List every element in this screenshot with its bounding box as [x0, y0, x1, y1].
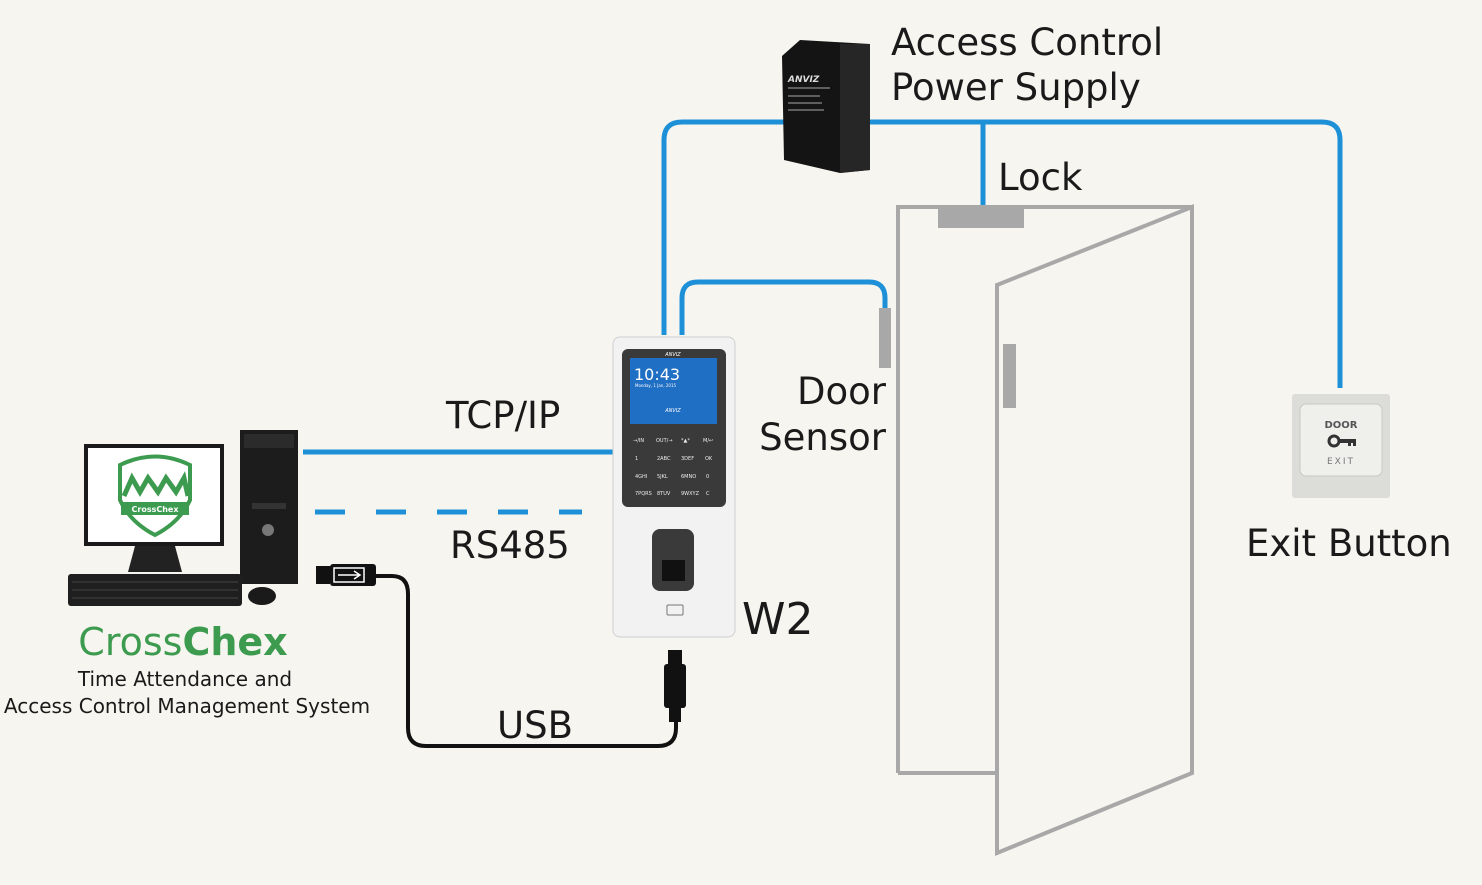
usb-plug-pc — [316, 564, 376, 586]
svg-text:2ABC: 2ABC — [657, 456, 671, 462]
crosschex-logo — [118, 454, 192, 538]
svg-text:OK: OK — [705, 456, 713, 462]
w2-device: 10:43 Monday, 1 Jan, 2015 ANVIZ ANVIZ →/… — [612, 336, 736, 638]
door-sensor-label: Door — [797, 370, 887, 413]
usb-label: USB — [497, 704, 573, 747]
svg-text:→/IN: →/IN — [633, 438, 644, 444]
usb-icon — [338, 570, 362, 580]
svg-text:9WXYZ: 9WXYZ — [681, 491, 700, 497]
svg-text:3DEF: 3DEF — [681, 456, 694, 462]
usb-cable — [376, 574, 678, 748]
tcpip-label: TCP/IP — [445, 394, 560, 437]
door-sensor-magnet — [1003, 344, 1016, 408]
software-subtitle-2: Access Control Management System — [4, 694, 370, 718]
device-label: W2 — [742, 594, 814, 645]
svg-text:ANVIZ: ANVIZ — [787, 75, 820, 85]
software-brand: CrossChex — [78, 620, 287, 664]
key-icon — [1327, 434, 1356, 448]
usb-plug-device — [664, 650, 686, 722]
computer: CrossChex — [68, 430, 298, 606]
svg-text:M/↩: M/↩ — [703, 438, 713, 444]
svg-text:0: 0 — [706, 474, 709, 480]
exit-button-label: Exit Button — [1246, 522, 1452, 565]
keypad: →/IN OUT/→ *▲* M/↩ 1 2ABC 3DEF OK 4GHI 5JKL 6MNO… — [633, 438, 713, 497]
rs485-label: RS485 — [450, 524, 570, 567]
card-reader-icon — [666, 604, 684, 616]
svg-text:8TUV: 8TUV — [657, 491, 671, 497]
door-sensor-label-2: Sensor — [759, 416, 887, 459]
svg-text:ANVIZ: ANVIZ — [664, 352, 681, 358]
svg-text:*▲*: *▲* — [681, 438, 690, 444]
door-sensor-frame — [879, 308, 891, 368]
door-sensor-wire — [679, 279, 888, 335]
svg-text:4GHI: 4GHI — [635, 474, 647, 480]
power-supply-box: ANVIZ — [782, 40, 870, 173]
exit-button-device: DOOR EXIT — [1292, 394, 1390, 498]
svg-text:5JKL: 5JKL — [657, 474, 668, 480]
svg-text:ANVIZ: ANVIZ — [664, 408, 681, 414]
lock-label: Lock — [998, 156, 1083, 199]
door — [879, 204, 1194, 856]
svg-text:CrossChex: CrossChex — [132, 505, 180, 514]
svg-text:C: C — [706, 491, 710, 497]
svg-text:7PQRS: 7PQRS — [635, 491, 652, 497]
svg-text:6MNO: 6MNO — [681, 474, 696, 480]
power-supply-label-2: Power Supply — [891, 66, 1141, 109]
device-screen — [630, 358, 717, 424]
power-supply-label: Access Control — [891, 21, 1163, 64]
svg-text:EXIT: EXIT — [1327, 457, 1355, 467]
svg-text:OUT/→: OUT/→ — [656, 438, 673, 444]
svg-text:1: 1 — [635, 456, 638, 462]
svg-text:Monday, 1 Jan, 2015: Monday, 1 Jan, 2015 — [635, 383, 676, 388]
lock-bar — [938, 207, 1024, 228]
software-subtitle: Time Attendance and — [77, 667, 292, 691]
svg-text:10:43: 10:43 — [634, 365, 680, 384]
svg-text:DOOR: DOOR — [1324, 420, 1357, 431]
power-wire — [661, 119, 1343, 388]
